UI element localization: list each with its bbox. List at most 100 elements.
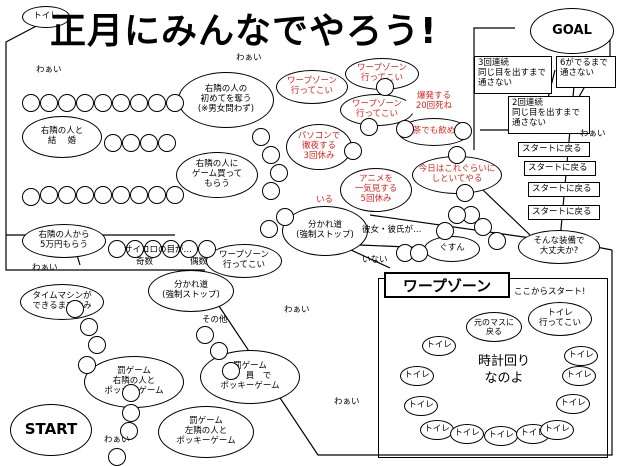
board-square	[112, 186, 130, 204]
board-square	[126, 240, 144, 258]
board-square	[22, 188, 40, 206]
three-times-box: 3回連続 同じ目を出すまで 通さない	[474, 56, 552, 94]
board-square	[94, 94, 112, 112]
toilet-node: トイレ	[420, 420, 454, 440]
inai-label: いない	[362, 255, 388, 265]
board-square	[448, 146, 466, 164]
page-title: 正月にみんなでやろう!	[50, 11, 438, 52]
penalty-all-node: 罰ゲーム 全 員 で ポッキーゲーム	[200, 350, 300, 404]
board-square	[410, 244, 428, 262]
board-square	[448, 206, 466, 224]
board-square	[196, 326, 214, 344]
board-square	[180, 240, 198, 258]
iru-label: いる	[316, 195, 334, 205]
board-square	[130, 94, 148, 112]
board-square	[222, 362, 240, 380]
toilet-node: トイレ	[422, 336, 456, 356]
start-node: START	[10, 404, 92, 456]
board-square	[166, 186, 184, 204]
wawai-label: わぁい	[580, 129, 606, 139]
board-square	[456, 184, 474, 202]
board-square	[40, 186, 58, 204]
board-square	[360, 118, 378, 136]
explode-node: 爆発する 20回死ね	[406, 84, 462, 120]
toilet-node: トイレ	[556, 394, 590, 414]
neighbor-marry-node: 右隣の人と 結 婚	[22, 116, 102, 158]
board-square	[130, 186, 148, 204]
board-square	[148, 94, 166, 112]
even-label: 偶数	[190, 257, 208, 267]
wawai-label: わぁい	[32, 263, 58, 273]
toilet-node: トイレ	[484, 426, 518, 446]
toilet-node: トイレ	[540, 420, 574, 440]
equipment-node: そんな装備で 大丈夫か?	[518, 230, 600, 264]
back-to-start-box: スタートに戻る	[528, 205, 600, 220]
neighbor-game-node: 右隣の人に ゲーム買って もらう	[176, 152, 258, 198]
gf-bf-label: 彼女・彼氏が…	[362, 225, 422, 235]
board-square	[252, 128, 270, 146]
back-to-start-box: スタートに戻る	[518, 142, 590, 157]
wawai-label: わぁい	[104, 435, 130, 445]
dice-question-label: サイコロの目が…	[124, 245, 193, 255]
board-square	[108, 240, 126, 258]
board-square	[148, 186, 166, 204]
odd-label: 奇数	[136, 257, 154, 267]
board-square	[198, 240, 216, 258]
board-square	[262, 182, 280, 200]
other-label: その他	[202, 315, 228, 325]
board-square	[260, 220, 278, 238]
board-square	[140, 134, 158, 152]
board-square	[122, 384, 140, 402]
six-roll-box: 6がでるまで 通さない	[556, 56, 616, 88]
warp-go-node: トイレ 行ってこい	[528, 302, 592, 336]
board-square	[76, 94, 94, 112]
board-square	[58, 94, 76, 112]
toilet-node: トイレ	[562, 366, 596, 386]
board-square	[94, 186, 112, 204]
board-square	[120, 422, 138, 440]
wawai-label: わぁい	[236, 53, 262, 63]
board-square	[76, 186, 94, 204]
route-line	[473, 27, 515, 150]
board-square	[344, 142, 362, 160]
board-square	[122, 404, 140, 422]
board-square	[158, 134, 176, 152]
route-line	[5, 235, 205, 271]
toilet-node: トイレ	[564, 346, 598, 366]
board-square	[78, 356, 96, 374]
back-to-start-box: スタートに戻る	[528, 182, 600, 197]
branch-upper-node: 分かれ道 (強制ストップ)	[282, 206, 368, 256]
board-square	[262, 146, 280, 164]
wawai-label: わぁい	[334, 397, 360, 407]
branch-lower-node: 分かれ道 (強制ストップ)	[148, 270, 234, 312]
penalty-left-node: 罰ゲーム 左隣の人と ポッキーゲーム	[158, 406, 254, 458]
gusun-node: ぐすん	[424, 236, 480, 262]
board-square	[488, 232, 506, 250]
board-square	[108, 448, 126, 466]
board-square	[436, 222, 454, 240]
warp-red-node-2: ワープゾーン 行ってこい	[276, 70, 348, 104]
board-square	[58, 186, 76, 204]
board-square	[88, 336, 106, 354]
warp-center-label: 時計回り なのよ	[478, 354, 531, 386]
board-square	[166, 94, 184, 112]
toilet-start-node: トイレ	[22, 6, 70, 28]
neighbor-money-node: 右隣の人から 5万円もらう	[22, 224, 106, 258]
warp-zone-title: ワープゾーン	[384, 272, 510, 298]
goal-node: GOAL	[530, 8, 614, 54]
board-square	[376, 78, 394, 96]
board-square	[454, 122, 472, 140]
board-square	[66, 300, 84, 318]
route-line	[369, 214, 546, 241]
board-square	[270, 164, 288, 182]
board-square	[40, 94, 58, 112]
board-square	[80, 318, 98, 336]
toilet-node: トイレ	[400, 366, 434, 386]
board-square	[112, 94, 130, 112]
back-to-start-box: スタートに戻る	[524, 161, 596, 176]
two-times-box: 2回連続 同じ目を出すまで 通さない	[508, 96, 590, 134]
timemachine-node: タイムマシンが できるまで休み	[20, 284, 104, 320]
board-square	[22, 94, 40, 112]
board-square	[144, 240, 162, 258]
warp-start-label: ここからスタート!	[514, 287, 586, 297]
